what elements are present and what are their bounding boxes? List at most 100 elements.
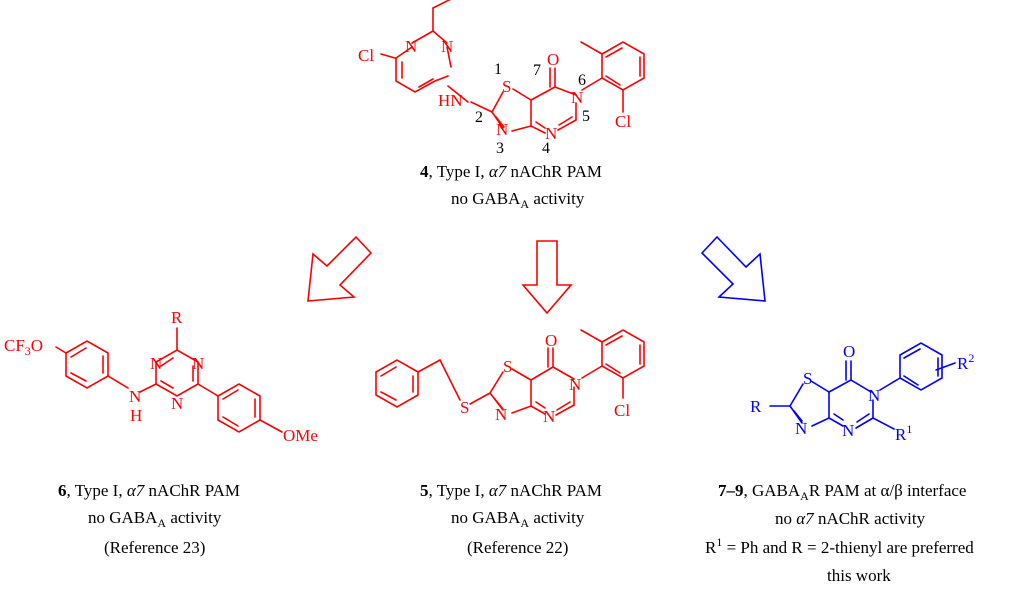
c6-atom-cf3-sub: 3 xyxy=(25,344,31,358)
arrow-center-red xyxy=(521,240,573,315)
compound-7-9-caption: 7–9, GABAAR PAM at α/β interface no α7 n… xyxy=(705,481,974,585)
c6-atom-n-b: N xyxy=(192,354,204,373)
c79-caption-line3: R1 = Ph and R = 2-thienyl are preferred xyxy=(705,535,974,557)
c79-caption-gaba-sub: A xyxy=(800,489,809,503)
c6-atom-ome: OMe xyxy=(283,426,318,445)
compound-6-structure xyxy=(55,327,283,433)
compound-6-caption: 6, Type I, α7 nAChR PAM no GABAA activit… xyxy=(58,481,240,557)
c79-atom-o: O xyxy=(843,342,855,361)
c5-atom-n4: N xyxy=(543,407,555,426)
c79-atom-r1: R1 xyxy=(895,422,912,444)
c79-caption-preferred: = Ph and R = 2-thienyl are preferred xyxy=(722,538,974,557)
c4-atom-cl-ring: Cl xyxy=(615,112,631,131)
c5-atom-s-thiazole: S xyxy=(503,357,512,376)
c4-atom-s: S xyxy=(502,77,511,96)
c5-caption-alpha: α7 xyxy=(489,481,508,500)
c5-atom-n-thiazole: N xyxy=(495,405,507,424)
c79-caption-id: 7–9 xyxy=(718,481,744,500)
c6-caption-gaba-sub: A xyxy=(157,516,166,530)
c6-caption-reference: (Reference 23) xyxy=(104,538,205,557)
compound-4-caption: 4, Type I, α7 nAChR PAM no GABAA activit… xyxy=(420,162,602,211)
c5-caption-gaba: no GABA xyxy=(451,508,521,527)
c5-caption-line1: 5, Type I, α7 nAChR PAM xyxy=(420,481,602,500)
c4-caption-target: nAChR PAM xyxy=(506,162,602,181)
c6-atom-o: O xyxy=(31,336,43,355)
c79-caption-line1: 7–9, GABAAR PAM at α/β interface xyxy=(718,481,966,503)
c4-atom-n-top: N xyxy=(405,37,417,56)
c79-caption-r: R xyxy=(705,538,717,557)
c79-caption-interface: R PAM at α/β interface xyxy=(809,481,967,500)
c5-caption-target: nAChR PAM xyxy=(506,481,602,500)
c4-caption-gaba: no GABA xyxy=(451,189,521,208)
c79-atom-r2-sup: 2 xyxy=(968,351,974,365)
c79-atom-n6: N xyxy=(868,386,880,405)
c4-atom-n6: N xyxy=(571,88,583,107)
compound-7-9-atoms: R S O N N N R1 R2 xyxy=(750,342,974,444)
c5-atom-o: O xyxy=(545,331,557,350)
c4-number-4: 4 xyxy=(542,140,550,157)
c4-atom-n-thz: N xyxy=(496,120,508,139)
c79-caption-activity: nAChR activity xyxy=(814,509,926,528)
c79-caption-this-work: this work xyxy=(827,566,891,585)
c79-caption-gaba: , GABA xyxy=(744,481,801,500)
c79-atom-r1-sup: 1 xyxy=(906,422,912,436)
c6-caption-alpha: α7 xyxy=(127,481,146,500)
c6-caption-target: nAChR PAM xyxy=(144,481,240,500)
c79-atom-r: R xyxy=(750,397,762,416)
compound-5-caption: 5, Type I, α7 nAChR PAM no GABAA activit… xyxy=(420,481,602,557)
c6-caption-gaba: no GABA xyxy=(88,508,158,527)
c6-atom-n-a: N xyxy=(150,354,162,373)
c4-number-2: 2 xyxy=(475,109,483,126)
c4-number-5: 5 xyxy=(582,108,590,125)
c4-atom-n4: N xyxy=(545,124,557,143)
c5-caption-gaba-sub: A xyxy=(520,516,529,530)
c5-caption-reference: (Reference 22) xyxy=(467,538,568,557)
arrow-right-blue xyxy=(700,235,766,302)
c79-atom-n-thiazole: N xyxy=(795,419,807,438)
c6-atom-cf3o: CF3O xyxy=(4,336,43,358)
c5-atom-s-linker: S xyxy=(460,398,469,417)
c4-caption-type: , Type I, xyxy=(429,162,489,181)
c6-caption-activity: activity xyxy=(166,508,222,527)
c79-atom-r2: R2 xyxy=(957,351,974,373)
c79-caption-line2: no α7 nAChR activity xyxy=(775,509,926,528)
compound-6-atoms: R CF3O N N N N H OMe xyxy=(4,308,318,445)
c79-atom-r1-letter: R xyxy=(895,425,907,444)
c79-caption-r-sup: 1 xyxy=(716,535,722,549)
compound-4-atoms: Cl N N HN S O N Cl N N 1 2 3 4 5 6 7 xyxy=(358,37,631,157)
c4-atom-cl-left: Cl xyxy=(358,46,374,65)
c5-caption-type: , Type I, xyxy=(429,481,489,500)
c4-atom-hn: HN xyxy=(438,91,463,110)
compound-5-structure xyxy=(375,329,645,416)
c5-atom-n6: N xyxy=(569,375,581,394)
c4-caption-line1: 4, Type I, α7 nAChR PAM xyxy=(420,162,602,181)
c6-atom-nh-h: H xyxy=(130,406,142,425)
c79-caption-alpha: α7 xyxy=(796,509,815,528)
compound-5-atoms: S S O N N N Cl xyxy=(460,331,630,426)
c4-caption-alpha: α7 xyxy=(489,162,508,181)
c6-atom-nh-n: N xyxy=(129,387,141,406)
c5-caption-line2: no GABAA activity xyxy=(451,508,585,530)
c4-number-6: 6 xyxy=(578,72,586,89)
c4-caption-id: 4 xyxy=(420,162,429,181)
c4-atom-n-pyr: N xyxy=(441,37,453,56)
compound-7-9-structure xyxy=(769,342,956,430)
c79-atom-n4: N xyxy=(842,421,854,440)
c6-atom-r: R xyxy=(171,308,183,327)
c6-caption-type: , Type I, xyxy=(67,481,127,500)
c4-number-1: 1 xyxy=(494,61,502,78)
c5-caption-activity: activity xyxy=(529,508,585,527)
c6-caption-line1: 6, Type I, α7 nAChR PAM xyxy=(58,481,240,500)
c6-caption-id: 6 xyxy=(58,481,67,500)
c79-atom-r2-letter: R xyxy=(957,354,969,373)
c4-atom-o: O xyxy=(547,50,559,69)
c79-atom-s: S xyxy=(803,369,812,388)
c79-caption-no: no xyxy=(775,509,796,528)
c4-number-3: 3 xyxy=(496,140,504,157)
c4-caption-gaba-sub: A xyxy=(520,197,529,211)
c4-caption-line2: no GABAA activity xyxy=(451,189,585,211)
c5-caption-id: 5 xyxy=(420,481,429,500)
c5-atom-cl: Cl xyxy=(614,401,630,420)
